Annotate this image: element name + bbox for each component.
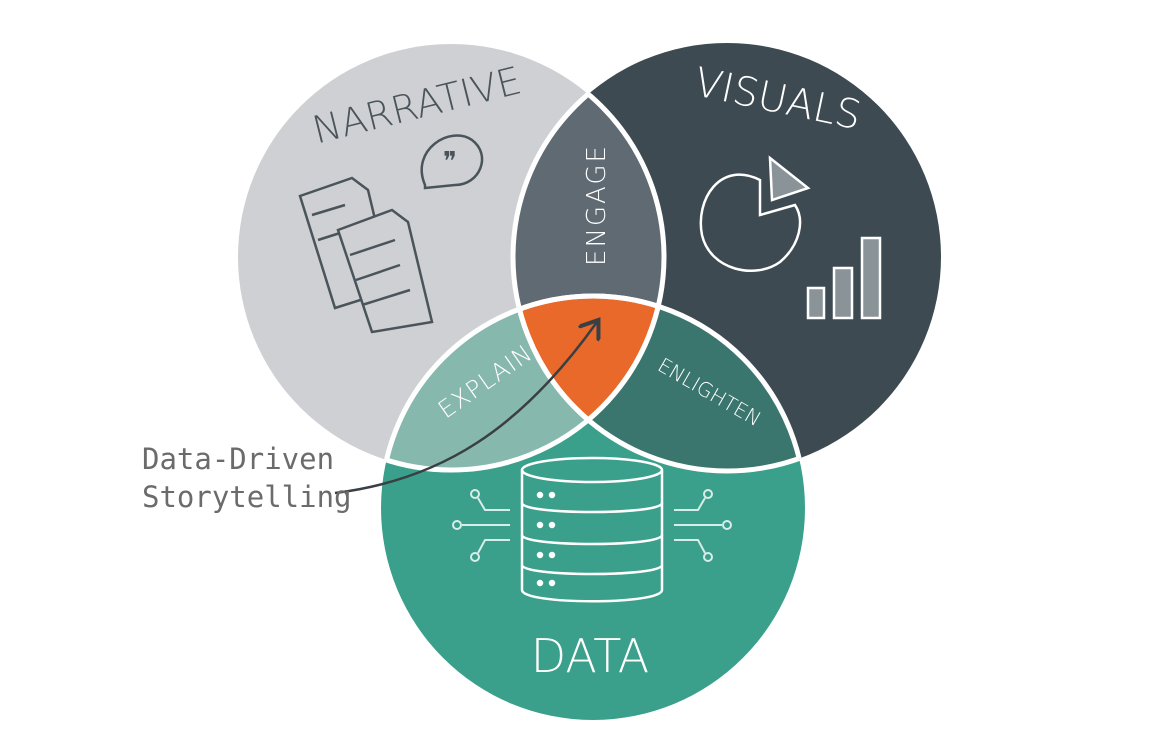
enlighten-region (513, 296, 805, 471)
database-icon (520, 456, 664, 603)
explain-region (381, 296, 664, 470)
engage-label: ENGAGE (582, 144, 612, 266)
quote-bubble-icon: ❞ (420, 134, 484, 190)
callout-line-1: Data-Driven (142, 442, 335, 476)
callout-label: Data-Driven Storytelling (142, 440, 352, 516)
bar-chart-icon (806, 236, 882, 320)
data-label: DATA (531, 629, 650, 683)
callout-line-2: Storytelling (142, 480, 352, 514)
circuit-icon (452, 489, 732, 562)
callout-arrow (334, 322, 597, 495)
pie-chart-icon (699, 155, 811, 272)
svg-text:❞: ❞ (443, 147, 457, 177)
documents-icon (298, 176, 434, 334)
